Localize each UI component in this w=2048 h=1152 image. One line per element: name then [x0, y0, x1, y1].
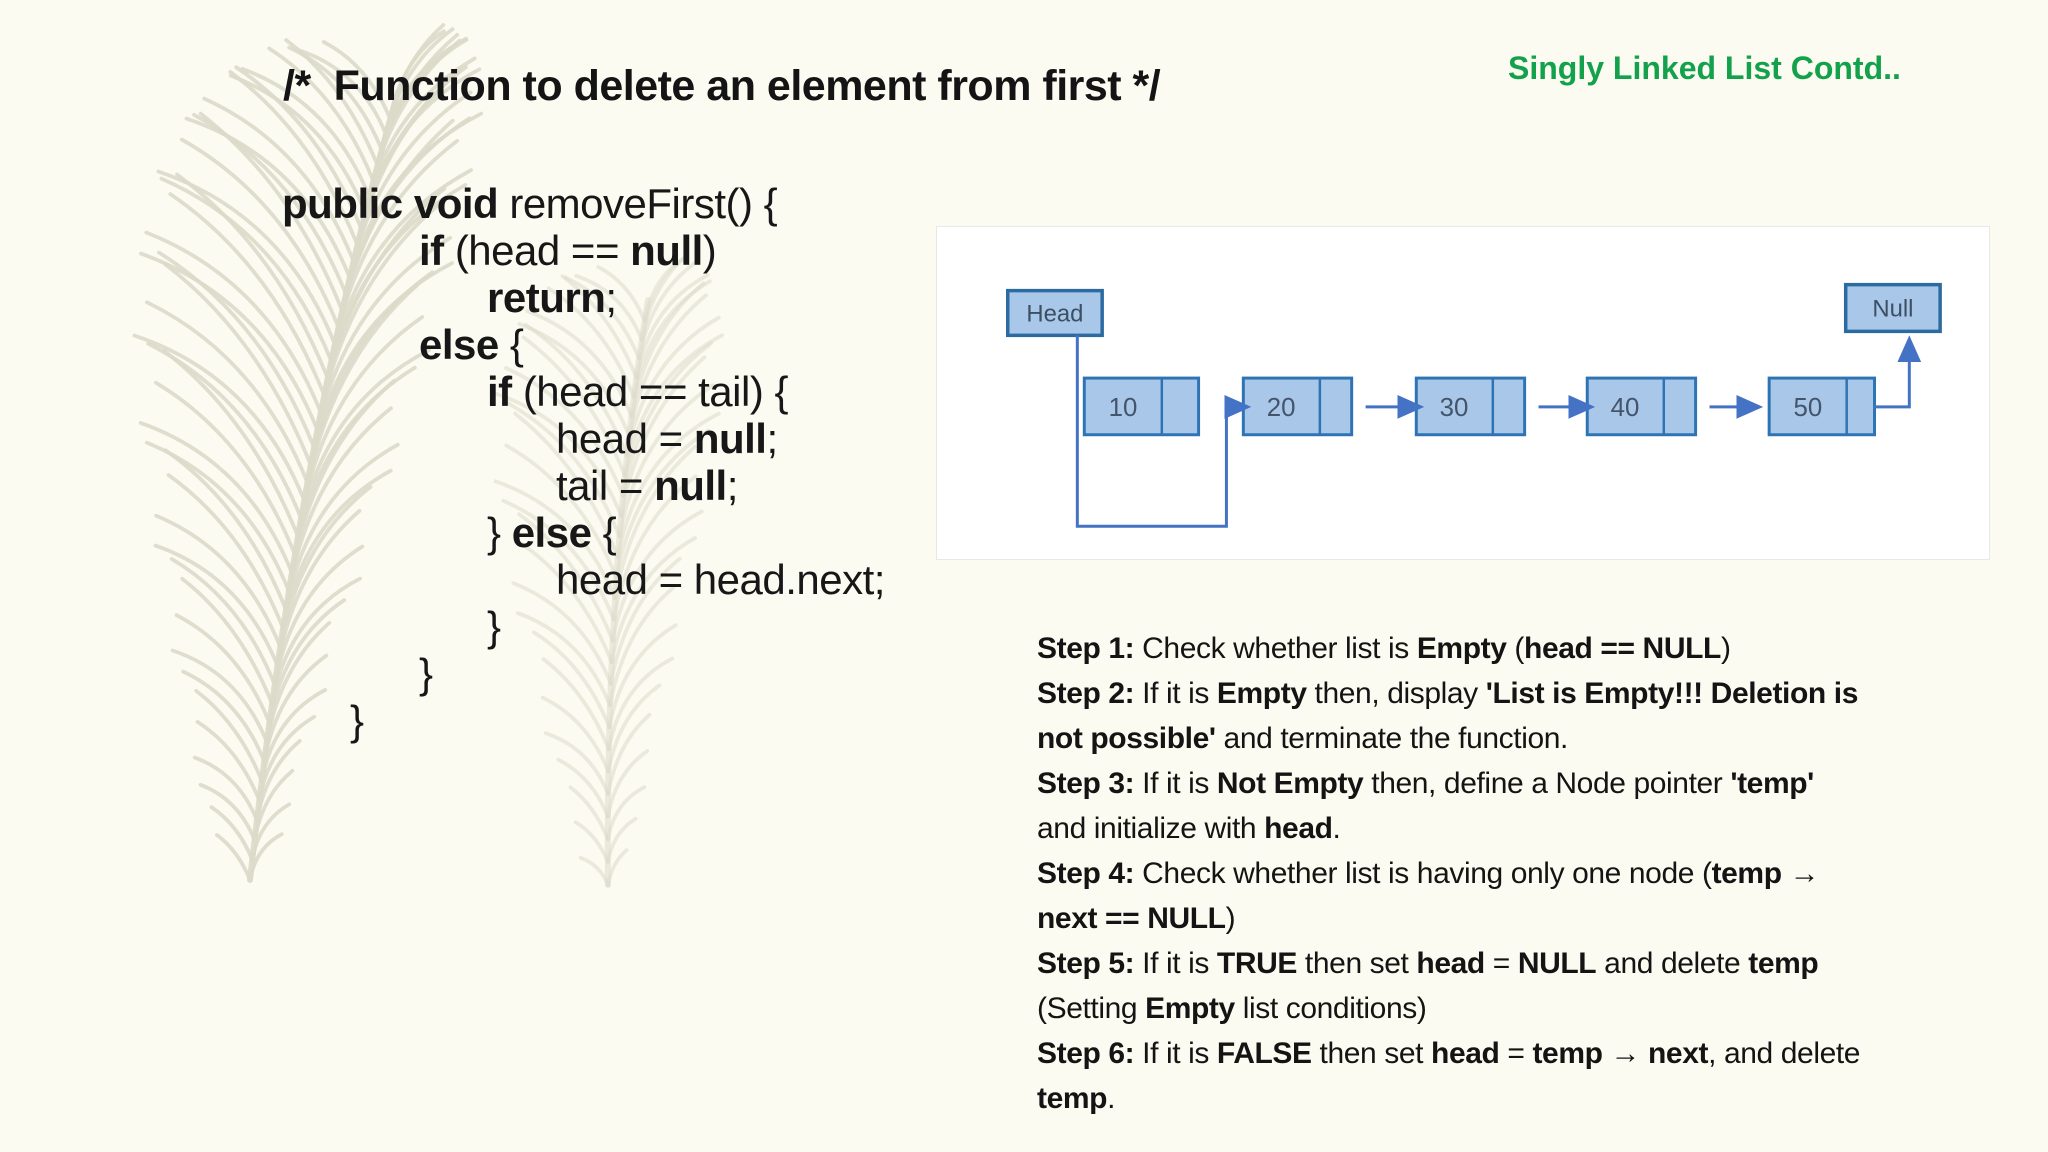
list-node-1: 10 [1082, 376, 1201, 437]
page-title: /* Function to delete an element from fi… [283, 62, 1161, 110]
code-line: } [419, 650, 433, 697]
code-line: public void removeFirst() { [282, 180, 778, 227]
step-line: (Setting Empty list conditions) [1037, 992, 1427, 1025]
step-line: and initialize with head. [1037, 812, 1341, 845]
code-line: tail = null; [556, 462, 738, 509]
code-line: head = head.next; [556, 556, 885, 603]
step-line: Step 4: Check whether list is having onl… [1037, 857, 1820, 890]
slide-heading: Singly Linked List Contd.. [1508, 50, 1901, 86]
step-line: Step 3: If it is Not Empty then, define … [1037, 767, 1814, 800]
node-value: 20 [1267, 394, 1296, 422]
code-line: head = null; [556, 415, 778, 462]
null-label: Null [1872, 295, 1913, 322]
node-value: 30 [1440, 394, 1469, 422]
null-box: Null [1843, 282, 1942, 334]
step-line: temp. [1037, 1082, 1116, 1115]
head-label: Head [1026, 300, 1083, 327]
code-line: } [487, 603, 501, 650]
head-box: Head [1006, 288, 1104, 338]
code-line: } [350, 697, 364, 744]
head-pointer-arrow [1075, 335, 1252, 528]
list-node-3: 30 [1414, 376, 1527, 437]
step-line: Step 1: Check whether list is Empty (hea… [1037, 632, 1731, 665]
list-node-2: 20 [1241, 376, 1354, 437]
list-node-4: 40 [1585, 376, 1698, 437]
step-line: not possible' and terminate the function… [1037, 722, 1568, 755]
node-value: 10 [1109, 394, 1138, 422]
code-line: } else { [487, 509, 617, 556]
code-block: public void removeFirst() {if (head == n… [282, 180, 885, 744]
node-value: 50 [1794, 394, 1823, 422]
step-line: Step 6: If it is FALSE then set head = t… [1037, 1037, 1861, 1070]
linked-list-diagram: Head Null 10 20 30 [936, 226, 1990, 560]
steps-block: Step 1: Check whether list is Empty (hea… [1037, 626, 1860, 1121]
list-node-5: 50 [1767, 376, 1877, 437]
code-line: else { [419, 321, 524, 368]
step-line: Step 2: If it is Empty then, display 'Li… [1037, 677, 1858, 710]
code-line: return; [487, 274, 617, 321]
step-line: Step 5: If it is TRUE then set head = NU… [1037, 947, 1819, 980]
step-line: next == NULL) [1037, 902, 1236, 935]
next-arrow-50-null [1874, 335, 1922, 409]
code-line: if (head == tail) { [487, 368, 789, 415]
code-line: if (head == null) [419, 227, 717, 274]
linked-list-svg: Head Null 10 20 30 [1006, 282, 1942, 528]
node-value: 40 [1611, 394, 1640, 422]
